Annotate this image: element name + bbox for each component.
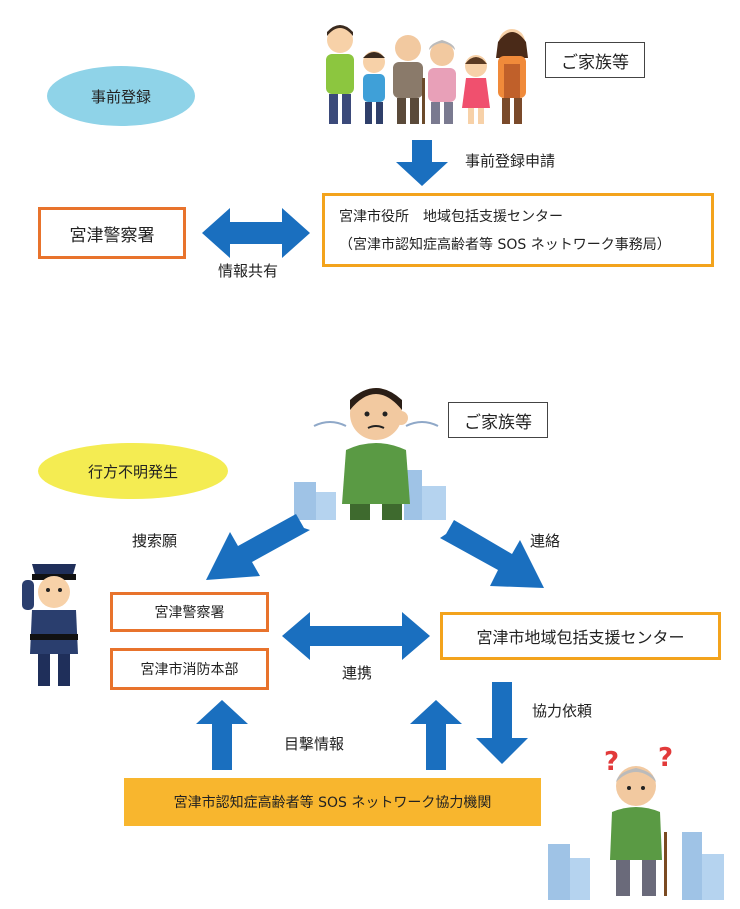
diagonal-arrow-search — [206, 514, 310, 580]
search-request-label: 捜索願 — [132, 532, 178, 550]
worried-person-icon — [294, 388, 446, 520]
up-arrow-witness-right — [410, 700, 462, 770]
family-box-bottom-text: ご家族等 — [464, 412, 532, 433]
missing-badge-text: 行方不明発生 — [87, 462, 178, 481]
down-arrow-request — [476, 682, 528, 764]
contact-label: 連絡 — [530, 532, 561, 550]
svg-text:?: ? — [658, 743, 673, 773]
police-officer-icon — [22, 564, 78, 686]
family-group-icon — [326, 25, 528, 124]
network-box-text: 宮津市認知症高齢者等 SOS ネットワーク協力機関 — [173, 795, 492, 811]
fire-box: 宮津市消防本部 — [110, 648, 269, 690]
up-arrow-witness-left — [196, 700, 248, 770]
pre-registration-badge: 事前登録 — [47, 66, 195, 126]
center-box-top-line2: （宮津市認知症高齢者等 SOS ネットワーク事務局） — [339, 237, 671, 253]
police-box-top-text: 宮津警察署 — [69, 225, 155, 246]
center-box-top-line1: 宮津市役所 地域包括支援センター — [339, 209, 563, 225]
family-box-top: ご家族等 — [545, 42, 645, 78]
police-box-bottom: 宮津警察署 — [110, 592, 269, 632]
svg-text:?: ? — [604, 747, 619, 777]
police-box-top: 宮津警察署 — [38, 207, 186, 259]
center-box-bottom: 宮津市地域包括支援センター — [440, 612, 721, 660]
info-share-label: 情報共有 — [218, 262, 279, 280]
cooperation-label: 連携 — [342, 664, 373, 682]
pre-registration-badge-text: 事前登録 — [90, 87, 151, 106]
fire-box-text: 宮津市消防本部 — [140, 662, 239, 678]
registration-request-label: 事前登録申請 — [465, 152, 556, 170]
diagonal-arrow-contact — [440, 520, 544, 588]
missing-badge: 行方不明発生 — [38, 443, 228, 499]
request-cooperation-label: 協力依頼 — [532, 702, 593, 720]
police-box-bottom-text: 宮津警察署 — [154, 605, 225, 621]
confused-elder-icon: ? ? — [548, 743, 724, 900]
witness-info-label: 目撃情報 — [284, 735, 345, 753]
down-arrow-registration — [396, 140, 448, 186]
family-box-top-text: ご家族等 — [561, 52, 629, 73]
family-box-bottom: ご家族等 — [448, 402, 548, 438]
center-box-top: 宮津市役所 地域包括支援センター （宮津市認知症高齢者等 SOS ネットワーク事… — [322, 193, 714, 267]
double-arrow-cooperation — [282, 612, 430, 660]
network-box: 宮津市認知症高齢者等 SOS ネットワーク協力機関 — [124, 778, 541, 826]
double-arrow-info-share — [202, 208, 310, 258]
center-box-bottom-text: 宮津市地域包括支援センター — [476, 628, 685, 647]
